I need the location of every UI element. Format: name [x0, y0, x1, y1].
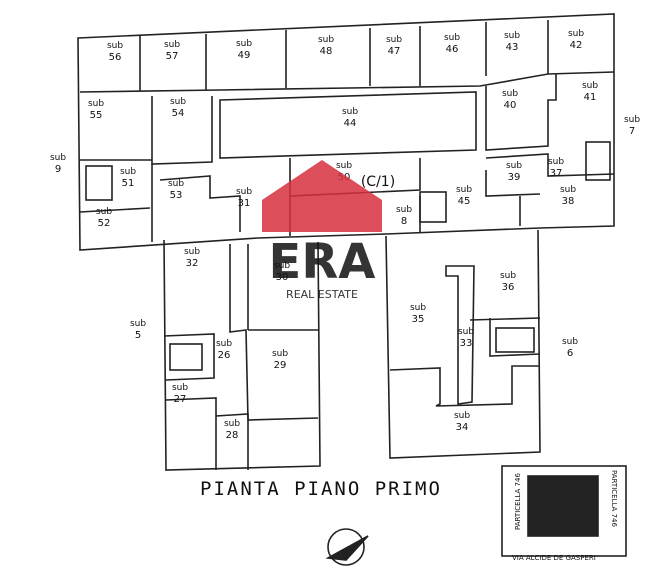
- unit-number-54: 54: [172, 108, 185, 119]
- unit-sub-label: sub: [236, 187, 252, 197]
- unit-sub-label: sub: [410, 303, 426, 313]
- unit-number-47: 47: [388, 46, 401, 57]
- unit-sub-label: sub: [568, 29, 584, 39]
- unit-sub-label: sub: [582, 81, 598, 91]
- unit-number-43: 43: [506, 42, 519, 53]
- unit-number-36: 36: [502, 282, 515, 293]
- unit-sub-label: sub: [272, 349, 288, 359]
- unit-number-45: 45: [458, 196, 471, 207]
- unit-sub-label: sub: [184, 247, 200, 257]
- unit-sub-label: sub: [88, 99, 104, 109]
- unit-sub-label: sub: [107, 41, 123, 51]
- unit-sub-label: sub: [386, 35, 402, 45]
- unit-number-52: 52: [98, 218, 111, 229]
- unit-sub-label: sub: [454, 411, 470, 421]
- unit-number-31: 31: [238, 198, 251, 209]
- unit-number-32: 32: [186, 258, 199, 269]
- unit-sub-label: sub: [168, 179, 184, 189]
- unit-sub-label: sub: [164, 40, 180, 50]
- unit-number-40: 40: [504, 100, 517, 111]
- unit-number-39: 39: [508, 172, 521, 183]
- particella-left-label: PARTICELLA 746: [514, 473, 522, 530]
- unit-number-9: 9: [55, 164, 61, 175]
- unit-sub-label: sub: [624, 115, 640, 125]
- unit-number-37: 37: [550, 168, 563, 179]
- unit-number-6: 6: [567, 348, 573, 359]
- unit-sub-label: sub: [548, 157, 564, 167]
- unit-sub-label: sub: [130, 319, 146, 329]
- unit-number-29: 29: [274, 360, 287, 371]
- unit-number-33: 33: [460, 338, 473, 349]
- unit-sub-label: sub: [172, 383, 188, 393]
- unit-number-26: 26: [218, 350, 231, 361]
- unit-sub-label: sub: [236, 39, 252, 49]
- unit-sub-label: sub: [500, 271, 516, 281]
- era-brand: ERA: [269, 234, 376, 290]
- unit-sub-label: sub: [396, 205, 412, 215]
- unit-number-38: 38: [562, 196, 575, 207]
- unit-number-57: 57: [166, 51, 179, 62]
- unit-sub-label: sub: [342, 107, 358, 117]
- unit-sub-label: sub: [216, 339, 232, 349]
- street-label: VIA ALCIDE DE GASPERI: [512, 554, 596, 562]
- wall-lines: [77, 13, 627, 566]
- unit-number-56: 56: [109, 52, 122, 63]
- unit-number-49: 49: [238, 50, 251, 61]
- unit-sub-label: sub: [96, 207, 112, 217]
- unit-number-44: 44: [344, 118, 357, 129]
- unit-sub-label: sub: [444, 33, 460, 43]
- unit-number-51: 51: [122, 178, 135, 189]
- unit-sub-label: sub: [274, 261, 290, 271]
- unit-number-30: 30: [276, 272, 289, 283]
- era-logo-icon: ERA REAL ESTATE: [262, 160, 382, 301]
- unit-sub-label: sub: [560, 185, 576, 195]
- unit-number-7: 7: [629, 126, 635, 137]
- unit-sub-label: sub: [50, 153, 66, 163]
- unit-number-42: 42: [570, 40, 583, 51]
- unit-sub-label: sub: [318, 35, 334, 45]
- unit-number-41: 41: [584, 92, 597, 103]
- unit-sub-label: sub: [502, 89, 518, 99]
- unit-sub-label: sub: [458, 327, 474, 337]
- plan-title: PIANTA PIANO PRIMO: [200, 478, 442, 500]
- era-tagline: REAL ESTATE: [286, 288, 358, 300]
- unit-number-27: 27: [174, 394, 187, 405]
- unit-number-34: 34: [456, 422, 469, 433]
- annotation-c1: (C/1): [361, 174, 395, 190]
- unit-labels: sub56sub57sub49sub48sub47sub46sub43sub42…: [50, 29, 640, 562]
- particella-right-label: PARTICELLA 746: [610, 470, 618, 527]
- unit-sub-label: sub: [120, 167, 136, 177]
- unit-sub-label: sub: [506, 161, 522, 171]
- era-watermark: ERA REAL ESTATE: [262, 160, 382, 301]
- unit-number-55: 55: [90, 110, 103, 121]
- unit-number-28: 28: [226, 430, 239, 441]
- unit-number-5: 5: [135, 330, 141, 341]
- unit-number-46: 46: [446, 44, 459, 55]
- unit-sub-label: sub: [456, 185, 472, 195]
- unit-number-8: 8: [401, 216, 407, 227]
- unit-sub-label: sub: [336, 161, 352, 171]
- unit-sub-label: sub: [562, 337, 578, 347]
- unit-sub-label: sub: [170, 97, 186, 107]
- unit-number-35: 35: [412, 314, 425, 325]
- unit-number-48: 48: [320, 46, 333, 57]
- unit-sub-label: sub: [504, 31, 520, 41]
- unit-sub-label: sub: [224, 419, 240, 429]
- unit-number-53: 53: [170, 190, 183, 201]
